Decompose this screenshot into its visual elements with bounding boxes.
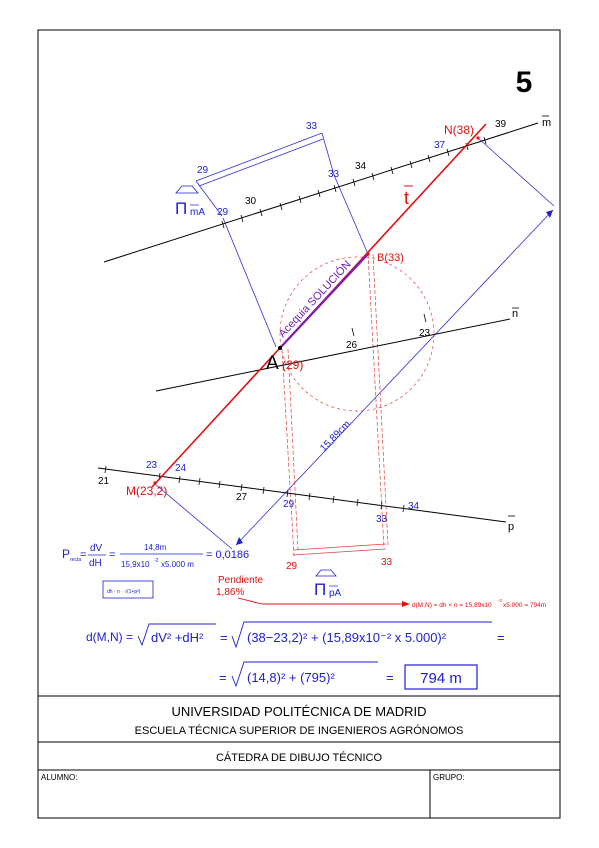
plane-pA-icon: [315, 569, 337, 577]
dist-line2-eq: =: [219, 670, 227, 685]
dist-eq-1: =: [220, 630, 228, 645]
ticks-m: [221, 136, 487, 229]
label-A-elevation: (29): [282, 358, 303, 372]
sheet-number: 5: [516, 66, 533, 99]
label-p: p: [508, 521, 514, 533]
university-name: UNIVERSIDAD POLITÉCNICA DE MADRID: [172, 704, 427, 719]
elev-p-21: 21: [98, 476, 110, 487]
elev-m-30: 30: [245, 196, 257, 207]
pendiente-arrow: [237, 597, 263, 605]
dist-eq-2: =: [497, 630, 505, 645]
elev-m-29: 29: [217, 207, 229, 218]
school-name: ESCUELA TÉCNICA SUPERIOR DE INGENIEROS A…: [135, 724, 464, 737]
result-value: 794 m: [420, 670, 462, 687]
department-name: CÁTEDRA DE DIBUJO TÉCNICO: [216, 751, 382, 764]
elev-p-27: 27: [236, 492, 248, 503]
plane-mA-left-elev: 29: [197, 165, 209, 176]
pendiente-arrowhead: [402, 601, 410, 607]
plane-pA-left-elev: 29: [286, 561, 298, 572]
label-m: m: [542, 117, 551, 129]
acequia-segment: [279, 253, 369, 349]
plane-pA-right-elev: 33: [381, 557, 393, 568]
plane-mA-top-elev: 33: [306, 121, 318, 132]
elev-m-39: 39: [495, 119, 507, 130]
line-m: [103, 122, 539, 263]
slope-den2: 15,9x10: [121, 560, 150, 569]
dist-root-1: [137, 623, 216, 647]
point-B: [366, 252, 370, 256]
small-formula-box: [102, 580, 154, 599]
plane-mA-sub: mA: [190, 207, 205, 218]
plane-pA-symbol: Π: [314, 580, 326, 599]
elev-p-24: 24: [175, 463, 187, 474]
point-A: [278, 346, 282, 350]
elev-p-33: 33: [376, 514, 388, 525]
slope-eq: =: [80, 549, 86, 561]
dist-root-2: [231, 621, 492, 649]
elev-p-29: 29: [283, 499, 295, 510]
pendiente-value: 1,86%: [216, 587, 244, 598]
ticks-p: [104, 465, 405, 513]
distance-label: 15,89cm: [318, 419, 353, 454]
slope-num2: 14,8m: [144, 543, 167, 552]
slope-den2-tail: x5.000 m: [161, 560, 194, 569]
dimension-arrow-top: [546, 210, 553, 218]
ticks-n: [351, 313, 427, 337]
label-B: B(33): [377, 252, 404, 264]
plane-pA-sub: pA: [329, 588, 342, 599]
acequia-label: Acequia SOLUCIÓN: [276, 258, 354, 340]
dist-line2-eq2: =: [386, 670, 394, 685]
dist-root-2-content: (38−23,2)² + (15,89x10⁻² x 5.000)²: [247, 630, 447, 645]
small-formula: dh · n · √(1+p²): [107, 588, 141, 595]
sheet-frame: [37, 29, 561, 819]
dimension-arrow-bottom: [236, 537, 243, 545]
elev-p-34: 34: [408, 501, 420, 512]
slope-lhs: P: [62, 547, 70, 561]
label-N: N(38): [444, 123, 474, 137]
slope-den2-exp: -2: [154, 558, 159, 564]
point-N: [476, 136, 480, 140]
point-M: [153, 481, 157, 485]
dist-root-3: [231, 661, 378, 688]
result-box: [404, 664, 478, 690]
elev-m-33: 33: [328, 169, 340, 180]
label-t: t: [404, 188, 409, 208]
dmn-small-exp: -2: [498, 598, 502, 603]
slope-result: = 0,0186: [206, 549, 249, 561]
dist-formula-lhs: d(M,N) =: [86, 630, 133, 644]
dmn-small-tail: x5.000 = 794m: [503, 602, 546, 609]
dist-root-3-content: (14,8)² + (795)²: [247, 670, 335, 685]
label-n: n: [512, 308, 518, 320]
elev-m-37: 37: [434, 140, 446, 151]
label-M: M(23,2): [126, 484, 167, 498]
label-A: A: [266, 353, 279, 374]
slope-num: dV: [90, 543, 103, 554]
elev-n-23: 23: [419, 328, 431, 339]
slope-sub: recta: [70, 557, 81, 563]
plane-mA-symbol: Π: [175, 199, 187, 218]
plane-mA-icon: [175, 185, 199, 194]
elev-p-23: 23: [146, 460, 158, 471]
pendiente-label: Pendiente: [218, 575, 263, 586]
elev-m-34: 34: [355, 161, 367, 172]
line-n: [155, 318, 511, 392]
construction-lines: [154, 132, 555, 550]
dist-root-1-content: dV² +dH²: [151, 630, 204, 645]
dmn-small: d(M,N) = dh × n = 15,89x10: [412, 602, 492, 609]
group-label: GRUPO:: [433, 773, 465, 782]
line-p: [97, 467, 507, 523]
slope-den: dH: [89, 558, 102, 569]
slope-eq-2: =: [109, 549, 115, 561]
student-label: ALUMNO:: [41, 773, 77, 782]
elev-n-26: 26: [346, 340, 358, 351]
